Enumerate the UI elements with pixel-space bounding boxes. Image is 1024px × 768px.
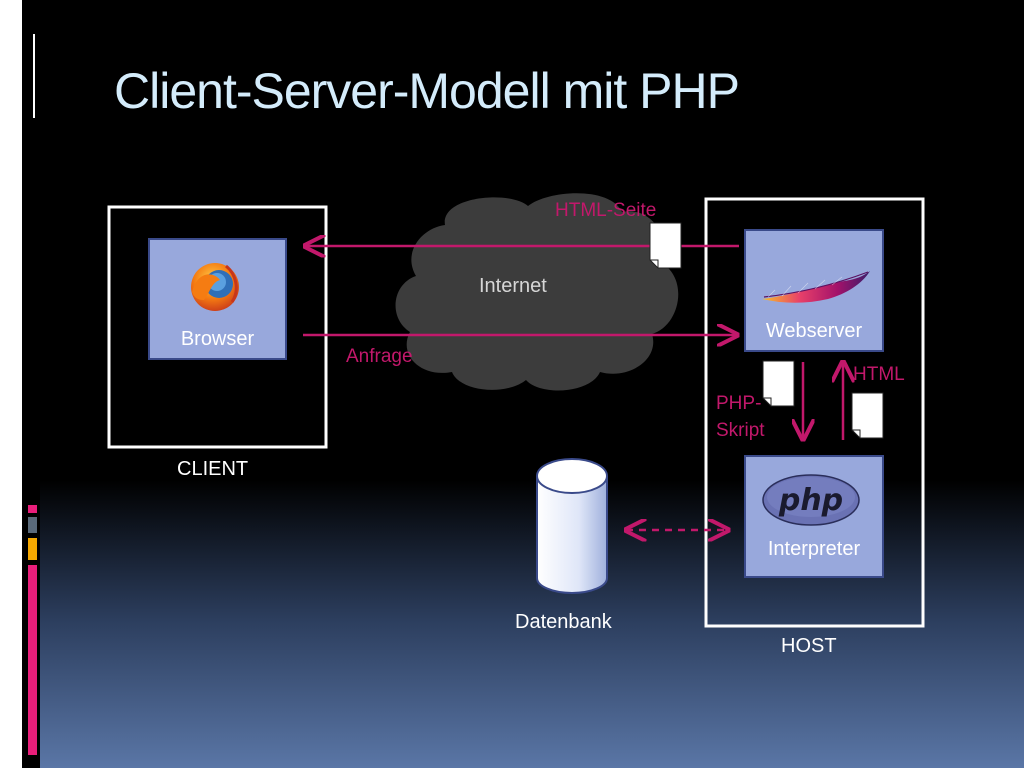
script-label-line1: PHP- — [716, 393, 762, 414]
request-label: Anfrage — [346, 346, 413, 367]
slide-side-marks — [22, 0, 40, 768]
document-icon — [762, 360, 795, 407]
script-label-line2: Skript — [716, 420, 765, 441]
database-icon — [536, 458, 608, 594]
client-frame — [107, 205, 328, 449]
response-label: HTML-Seite — [555, 200, 657, 221]
host-label: HOST — [781, 635, 837, 657]
internet-label: Internet — [479, 275, 547, 297]
interpreter-label: Interpreter — [767, 538, 861, 560]
browser-label: Browser — [180, 328, 255, 350]
document-icon — [649, 222, 682, 269]
php-logo-icon: php — [762, 474, 860, 526]
apache-feather-icon — [762, 271, 870, 303]
html-label: HTML — [853, 364, 905, 385]
firefox-icon — [191, 263, 239, 311]
database-label: Datenbank — [515, 611, 612, 633]
internet-cloud — [395, 193, 679, 391]
document-icon — [851, 392, 884, 439]
svg-text:php: php — [778, 483, 843, 518]
host-frame — [704, 197, 925, 628]
client-label: CLIENT — [177, 458, 249, 480]
webserver-label: Webserver — [765, 320, 863, 342]
slide-title: Client-Server-Modell mit PHP — [114, 63, 740, 119]
